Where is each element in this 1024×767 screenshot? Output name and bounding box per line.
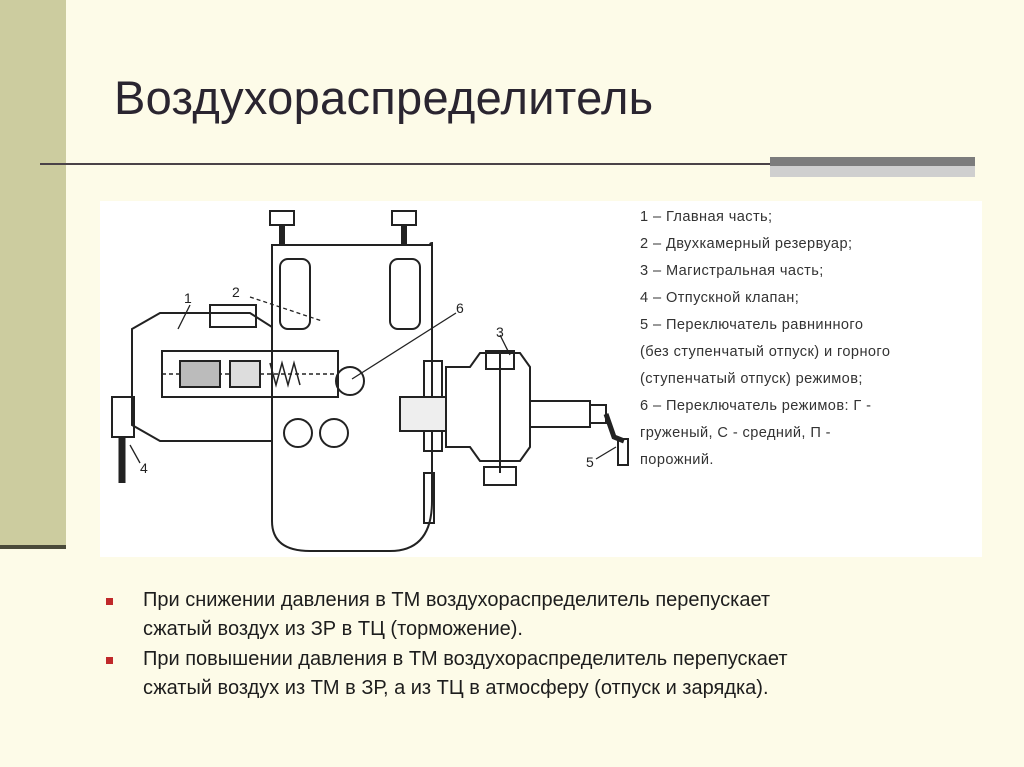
callout-6: 6 <box>456 300 464 316</box>
callout-4: 4 <box>140 460 148 476</box>
bullet-square-icon <box>106 598 113 605</box>
figure-legend: 1 – Главная часть; 2 – Двухкамерный резе… <box>640 204 980 474</box>
legend-line: 4 – Отпускной клапан; <box>640 290 800 306</box>
bullet-text-line: сжатый воздух из ТМ в ЗР, а из ТЦ в атмо… <box>143 677 769 699</box>
bullet-item: При снижении давления в ТМ воздухораспре… <box>106 586 986 644</box>
callout-1: 1 <box>184 290 192 306</box>
side-accent-divider <box>0 545 66 549</box>
legend-line: (ступенчатый отпуск) режимов; <box>640 371 863 387</box>
title-underline <box>40 163 770 165</box>
legend-line: 3 – Магистральная часть; <box>640 263 824 279</box>
legend-line: 1 – Главная часть; <box>640 209 773 225</box>
legend-line: 5 – Переключатель равнинного <box>640 317 864 333</box>
legend-line: 2 – Двухкамерный резервуар; <box>640 236 853 252</box>
legend-line: порожний. <box>640 452 714 468</box>
bullet-text-line: При повышении давления в ТМ воздухораспр… <box>143 648 788 670</box>
bullet-text-line: сжатый воздух из ЗР в ТЦ (торможение). <box>143 618 523 640</box>
side-accent-band <box>0 0 66 548</box>
bullet-list: При снижении давления в ТМ воздухораспре… <box>106 586 986 704</box>
air-distributor-figure: 1 2 3 4 5 6 1 – Главная часть; 2 – Двухк… <box>100 201 982 557</box>
bullet-item: При повышении давления в ТМ воздухораспр… <box>106 645 986 703</box>
bullet-square-icon <box>106 657 113 664</box>
legend-line: груженый, С - средний, П - <box>640 425 831 441</box>
title-underline-accent <box>770 157 975 177</box>
air-distributor-diagram: 1 2 3 4 5 6 <box>111 210 629 552</box>
callout-3: 3 <box>496 324 504 340</box>
callout-2: 2 <box>232 284 240 300</box>
callout-5: 5 <box>586 454 594 470</box>
legend-line: 6 – Переключатель режимов: Г - <box>640 398 872 414</box>
bullet-text-line: При снижении давления в ТМ воздухораспре… <box>143 589 771 611</box>
legend-line: (без ступенчатый отпуск) и горного <box>640 344 891 360</box>
slide-title: Воздухораспределитель <box>114 71 654 124</box>
